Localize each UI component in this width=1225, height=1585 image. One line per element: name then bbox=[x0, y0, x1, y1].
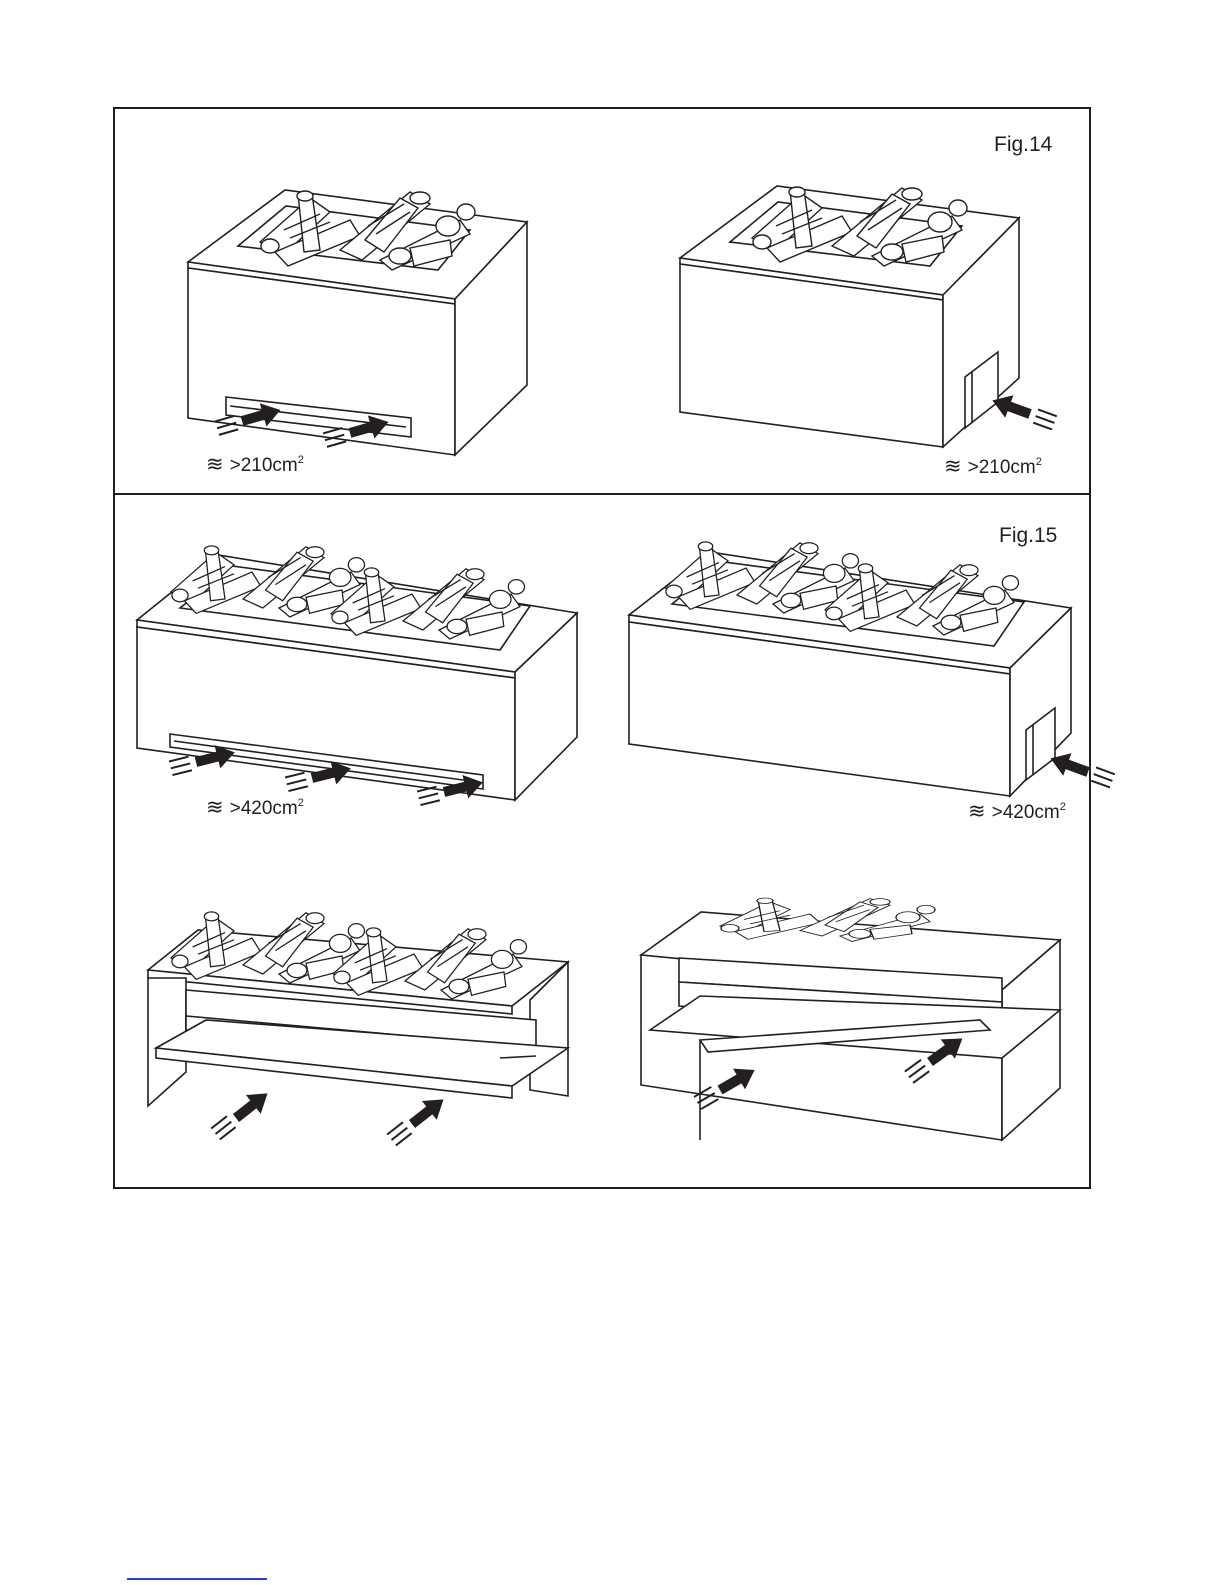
footer-link-underline bbox=[127, 1578, 267, 1580]
airflow-wave-icon: ≋ bbox=[944, 457, 962, 477]
fig14-right-area-label: ≋>210cm2 bbox=[944, 452, 1042, 478]
fig15-right-area-label: ≋>420cm2 bbox=[968, 797, 1066, 823]
fig15-label: Fig.15 bbox=[999, 525, 1057, 546]
inflow-arrow-icon bbox=[384, 1090, 451, 1150]
airflow-wave-icon: ≋ bbox=[206, 798, 224, 818]
fig15-bottom-right-cabinet bbox=[641, 912, 1060, 1140]
fig14-label: Fig.14 bbox=[994, 134, 1052, 155]
airflow-wave-icon: ≋ bbox=[968, 802, 986, 822]
inflow-arrow-icon bbox=[1046, 747, 1116, 792]
fig15-left-area-label: ≋>420cm2 bbox=[206, 793, 304, 819]
inflow-arrow-icon bbox=[208, 1084, 275, 1144]
fig14-left-cabinet bbox=[188, 190, 527, 455]
fig14-right-cabinet bbox=[680, 186, 1019, 447]
airflow-wave-icon: ≋ bbox=[206, 455, 224, 475]
fig14-left-area-label: ≋>210cm2 bbox=[206, 450, 304, 476]
